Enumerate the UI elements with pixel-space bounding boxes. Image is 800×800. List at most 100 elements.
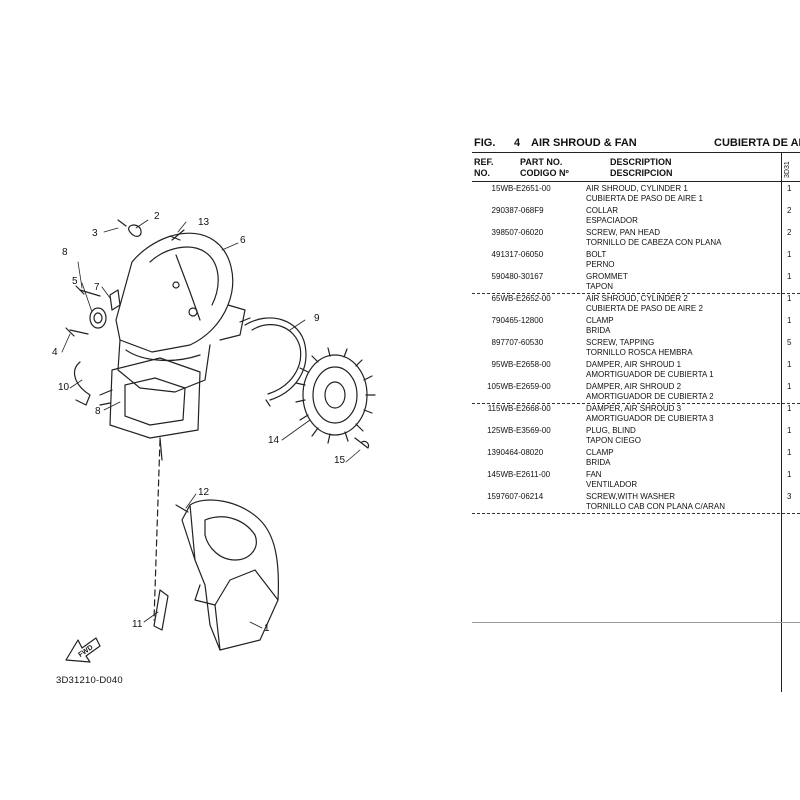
part-number: 5WB-E3569-00 bbox=[496, 426, 551, 435]
callout-8: 8 bbox=[62, 247, 68, 258]
description-es: TORNILLO CAB CON PLANA C/ARAN bbox=[586, 502, 725, 511]
description-es: TORNILLO DE CABEZA CON PLANA bbox=[586, 238, 722, 247]
part-number: 90480-30167 bbox=[496, 272, 544, 281]
description-en: SCREW,WITH WASHER bbox=[586, 492, 676, 501]
callout-6: 6 bbox=[240, 235, 246, 246]
description-es: BRIDA bbox=[586, 326, 611, 335]
fwd-arrow-shape bbox=[65, 637, 101, 663]
ref-number: 13 bbox=[487, 448, 496, 457]
fan-shape bbox=[295, 347, 376, 449]
ref-number: 14 bbox=[487, 470, 496, 479]
part-number: 5WB-E2658-00 bbox=[496, 360, 551, 369]
quantity: 1 bbox=[787, 360, 792, 369]
leader-lines bbox=[61, 219, 361, 629]
mounting-bracket-shape bbox=[99, 357, 201, 461]
part-number: 90465-12800 bbox=[496, 316, 544, 325]
quantity: 1 bbox=[787, 404, 792, 413]
header-desc-2: DESCRIPCION bbox=[610, 168, 673, 178]
callout-8b: 8 bbox=[95, 406, 101, 417]
diagram-drawing bbox=[61, 219, 376, 663]
header-part-2: CODIGO Nº bbox=[520, 168, 569, 178]
ref-number: 15 bbox=[487, 492, 496, 501]
callout-14: 14 bbox=[268, 435, 280, 446]
group-separator-2 bbox=[472, 403, 800, 404]
callout-3: 3 bbox=[92, 228, 98, 239]
ref-number: 1 bbox=[491, 184, 496, 193]
description-es: ESPACIADOR bbox=[586, 216, 638, 225]
figure-title-es: CUBIERTA DE AI bbox=[714, 137, 800, 149]
callout-2: 2 bbox=[154, 211, 160, 222]
ref-number: 10 bbox=[487, 382, 496, 391]
ref-number: 5 bbox=[491, 272, 496, 281]
description-es: CUBIERTA DE PASO DE AIRE 1 bbox=[586, 194, 703, 203]
ref-number: 4 bbox=[491, 250, 496, 259]
header-part-1: PART NO. bbox=[520, 157, 563, 167]
callout-10: 10 bbox=[58, 382, 70, 393]
quantity: 1 bbox=[787, 184, 792, 193]
description-es: PERNO bbox=[586, 260, 615, 269]
description-en: AIR SHROUD, CYLINDER 2 bbox=[586, 294, 688, 303]
description-en: DAMPER, AIR SHROUD 2 bbox=[586, 382, 682, 391]
part-number: 5WB-E2651-00 bbox=[496, 184, 551, 193]
description-es: TORNILLO ROSCA HEMBRA bbox=[586, 348, 693, 357]
ref-number: 12 bbox=[487, 426, 496, 435]
description-en: FAN bbox=[586, 470, 602, 479]
header-bottom-rule bbox=[472, 181, 800, 182]
damper-air-shroud-3-shape bbox=[153, 589, 169, 631]
description-en: CLAMP bbox=[586, 316, 614, 325]
description-es: AMORTIGUADOR DE CUBIERTA 1 bbox=[586, 370, 714, 379]
group-separator-3 bbox=[472, 513, 800, 514]
header-top-rule bbox=[472, 152, 800, 153]
small-parts-shapes bbox=[65, 219, 185, 406]
figure-title-en: AIR SHROUD & FAN bbox=[531, 137, 637, 149]
part-number: 91317-06050 bbox=[496, 250, 544, 259]
description-es: TAPON CIEGO bbox=[586, 436, 641, 445]
callout-12: 12 bbox=[198, 487, 210, 498]
part-number: 97607-06214 bbox=[496, 492, 544, 501]
description-en: GROMMET bbox=[586, 272, 628, 281]
ref-number: 11 bbox=[487, 404, 496, 413]
exploded-diagram: 13 2 3 6 5 7 8 9 4 10 8 14 15 12 11 1 FW… bbox=[52, 211, 376, 686]
quantity: 1 bbox=[787, 316, 792, 325]
quantity: 1 bbox=[787, 382, 792, 391]
ref-number: 6 bbox=[491, 294, 496, 303]
description-en: BOLT bbox=[586, 250, 607, 259]
description-en: DAMPER, AIR SHROUD 1 bbox=[586, 360, 682, 369]
part-number: 90464-08020 bbox=[496, 448, 544, 457]
description-en: PLUG, BLIND bbox=[586, 426, 636, 435]
description-en: CLAMP bbox=[586, 448, 614, 457]
ref-number: 3 bbox=[491, 228, 496, 237]
callout-7: 7 bbox=[94, 282, 100, 293]
quantity: 1 bbox=[787, 448, 792, 457]
header-code: 3D31 bbox=[784, 161, 791, 178]
description-es: BRIDA bbox=[586, 458, 611, 467]
group-separator-1 bbox=[472, 293, 800, 294]
air-shroud-cylinder-1-shape bbox=[175, 499, 279, 651]
quantity: 3 bbox=[787, 492, 792, 501]
description-en: COLLAR bbox=[586, 206, 619, 215]
callout-5: 5 bbox=[72, 276, 78, 287]
callout-15: 15 bbox=[334, 455, 346, 466]
part-number: 5WB-E2668-00 bbox=[496, 404, 551, 413]
table-end-rule bbox=[472, 622, 800, 623]
quantity: 5 bbox=[787, 338, 792, 347]
part-number: 5WB-E2659-00 bbox=[496, 382, 551, 391]
description-es: AMORTIGUADOR DE CUBIERTA 3 bbox=[586, 414, 714, 423]
part-number: 5WB-E2611-00 bbox=[496, 470, 551, 479]
quantity: 2 bbox=[787, 206, 792, 215]
description-en: SCREW, PAN HEAD bbox=[586, 228, 661, 237]
callout-9: 9 bbox=[314, 313, 320, 324]
header-ref-2: NO. bbox=[474, 168, 491, 178]
